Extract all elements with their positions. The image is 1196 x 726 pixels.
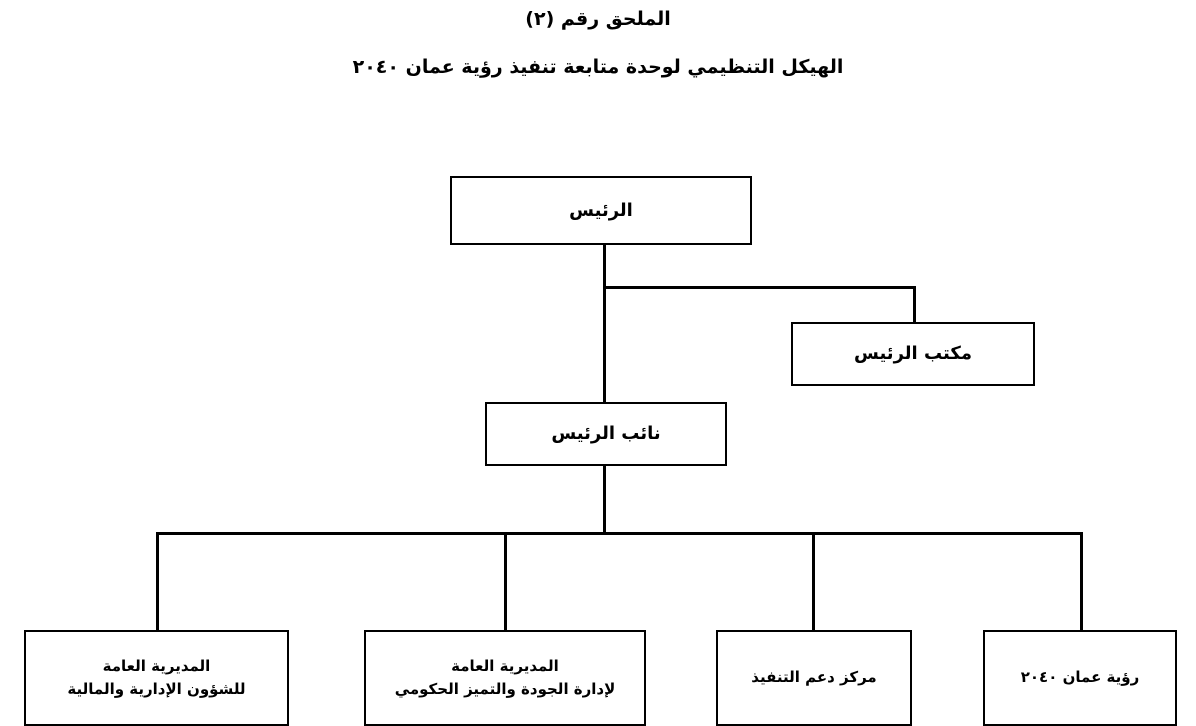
page-subtitle: الهيكل التنظيمي لوحدة متابعة تنفيذ رؤية … (352, 56, 844, 78)
connector-vice-president-down (603, 466, 606, 535)
connector-distribution-bar (157, 532, 1083, 535)
org-node-vision2040[interactable]: رؤية عمان ٢٠٤٠ (983, 630, 1177, 726)
org-node-quality-label: المديرية العامة لإدارة الجودة والتميز ال… (394, 656, 616, 698)
org-node-president-label: الرئيس (569, 199, 633, 221)
org-node-quality[interactable]: المديرية العامة لإدارة الجودة والتميز ال… (364, 630, 646, 726)
org-node-president[interactable]: الرئيس (450, 176, 752, 245)
org-node-president-office[interactable]: مكتب الرئيس (791, 322, 1035, 386)
connector-drop-admin-finance (156, 532, 159, 631)
connector-drop-quality (504, 532, 507, 631)
org-node-vision2040-label: رؤية عمان ٢٠٤٠ (1020, 668, 1140, 687)
org-node-admin-finance[interactable]: المديرية العامة للشؤون الإدارية والمالية (24, 630, 289, 726)
org-node-impl-support-label: مركز دعم التنفيذ (751, 668, 877, 687)
org-node-vice-president[interactable]: نائب الرئيس (485, 402, 727, 466)
org-node-vice-president-label: نائب الرئيس (551, 423, 661, 445)
page-title: الملحق رقم (٢) (525, 8, 671, 30)
connector-president-office-horizontal (603, 286, 916, 289)
org-node-president-office-label: مكتب الرئيس (854, 343, 972, 365)
connector-president-trunk (603, 244, 606, 404)
connector-drop-vision2040 (1080, 532, 1083, 631)
connector-president-office-vertical (913, 286, 916, 325)
org-node-impl-support[interactable]: مركز دعم التنفيذ (716, 630, 912, 726)
org-node-admin-finance-label: المديرية العامة للشؤون الإدارية والمالية (67, 656, 246, 698)
connector-drop-impl-support (812, 532, 815, 631)
